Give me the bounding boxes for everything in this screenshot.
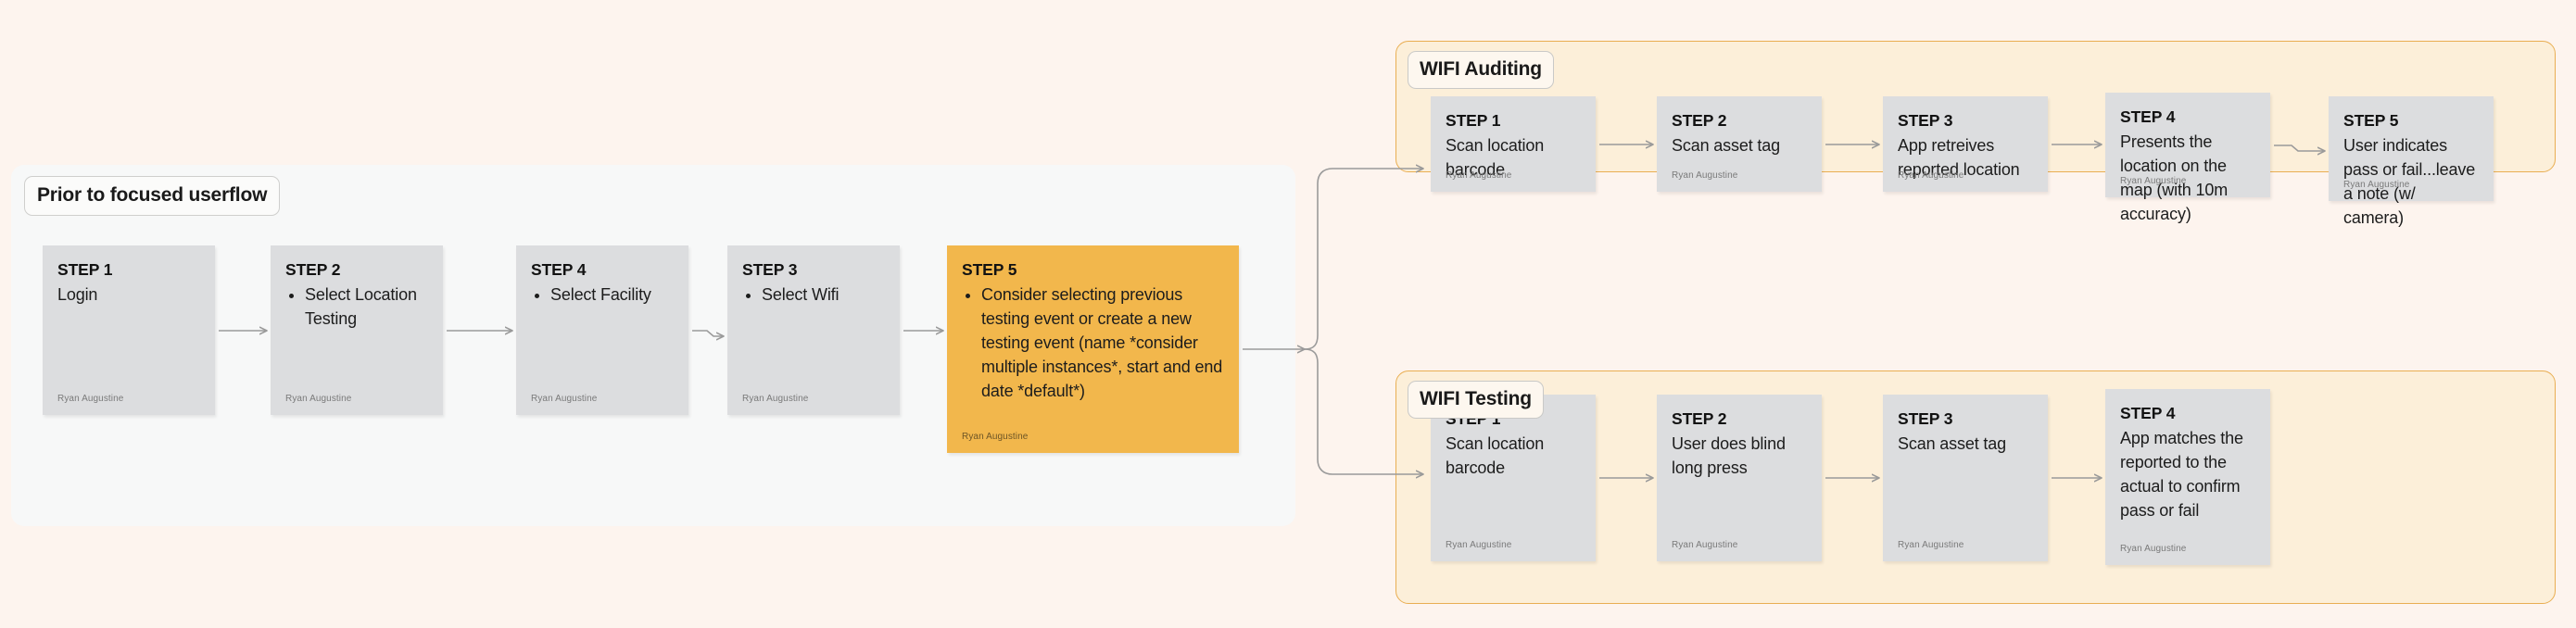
card-bullet-list: Consider selecting previous testing even… (962, 283, 1224, 403)
card-bullet-item: Select Facility (550, 283, 674, 307)
card-step-label: STEP 5 (962, 260, 1017, 279)
card-step-label: STEP 5 (2343, 111, 2399, 130)
card-step-label: STEP 2 (1672, 409, 1727, 428)
card-author-label: Ryan Augustine (742, 394, 809, 404)
card-body-text: Scan asset tag (1898, 433, 2006, 453)
card-bullet-item: Select Wifi (762, 283, 885, 307)
card-step-label: STEP 4 (2120, 404, 2176, 422)
card-author-label: Ryan Augustine (1446, 540, 1512, 550)
card-bullet-list: Select Location Testing (285, 283, 428, 331)
card-author-label: Ryan Augustine (285, 394, 352, 404)
card-step-label: STEP 3 (1898, 409, 1953, 428)
card-author-label: Ryan Augustine (1898, 540, 1964, 550)
card-step-label: STEP 1 (1446, 111, 1501, 130)
card-author-label: Ryan Augustine (2120, 544, 2187, 554)
card-prior-5[interactable]: STEP 5 Consider selecting previous testin… (947, 245, 1239, 453)
card-step-label: STEP 2 (1672, 111, 1727, 130)
card-body-text: Select Facility (531, 283, 674, 307)
card-body-text: App matches the reported to the actual t… (2120, 428, 2243, 521)
card-author-label: Ryan Augustine (531, 394, 598, 404)
card-author-label: Ryan Augustine (1898, 170, 1964, 181)
card-body-text: Scan location barcode (1446, 433, 1545, 477)
card-author-label: Ryan Augustine (1672, 540, 1738, 550)
card-step-label: STEP 4 (2120, 107, 2176, 126)
card-body-text: Login (57, 284, 98, 304)
card-bullet-list: Select Facility (531, 283, 674, 307)
card-step-label: STEP 2 (285, 260, 341, 279)
group-badge-wifi-testing: WIFI Testing (1408, 381, 1544, 419)
card-body-text: Select Wifi (742, 283, 885, 307)
card-auditing-5[interactable]: STEP 5 User indicates pass or fail...leav… (2329, 96, 2494, 227)
card-step-label: STEP 3 (742, 260, 798, 279)
card-testing-4[interactable]: STEP 4 App matches the reported to the ac… (2105, 389, 2270, 565)
panel-badge-label: Prior to focused userflow (24, 176, 281, 216)
card-author-label: Ryan Augustine (1446, 170, 1512, 181)
card-body-text: Select Location Testing (285, 283, 428, 331)
group-badge-wifi-auditing: WIFI Auditing (1408, 51, 1554, 89)
card-bullet-list: Select Wifi (742, 283, 885, 307)
card-bullet-item: Consider selecting previous testing even… (981, 283, 1224, 403)
card-step-label: STEP 3 (1898, 111, 1953, 130)
card-body-text: Consider selecting previous testing even… (962, 283, 1224, 403)
card-author-label: Ryan Augustine (2343, 180, 2410, 190)
connector-branch-auditing (1304, 169, 1423, 350)
card-step-label: STEP 4 (531, 260, 587, 279)
card-body-text: Scan asset tag (1672, 135, 1780, 155)
card-body-text: App retreives reported location (1898, 135, 2020, 179)
card-bullet-item: Select Location Testing (305, 283, 428, 331)
card-auditing-4[interactable]: STEP 4 Presents the location on the map (… (2105, 93, 2270, 223)
card-step-label: STEP 1 (57, 260, 113, 279)
card-body-text: Presents the location on the map (with 1… (2120, 132, 2229, 224)
card-author-label: Ryan Augustine (1672, 170, 1738, 181)
card-author-label: Ryan Augustine (2120, 176, 2187, 186)
card-author-label: Ryan Augustine (57, 394, 124, 404)
card-body-text: User does blind long press (1672, 433, 1786, 477)
card-body-text: Scan location barcode (1446, 135, 1545, 179)
card-body-text: User indicates pass or fail...leave a no… (2343, 135, 2476, 228)
card-author-label: Ryan Augustine (962, 432, 1029, 442)
